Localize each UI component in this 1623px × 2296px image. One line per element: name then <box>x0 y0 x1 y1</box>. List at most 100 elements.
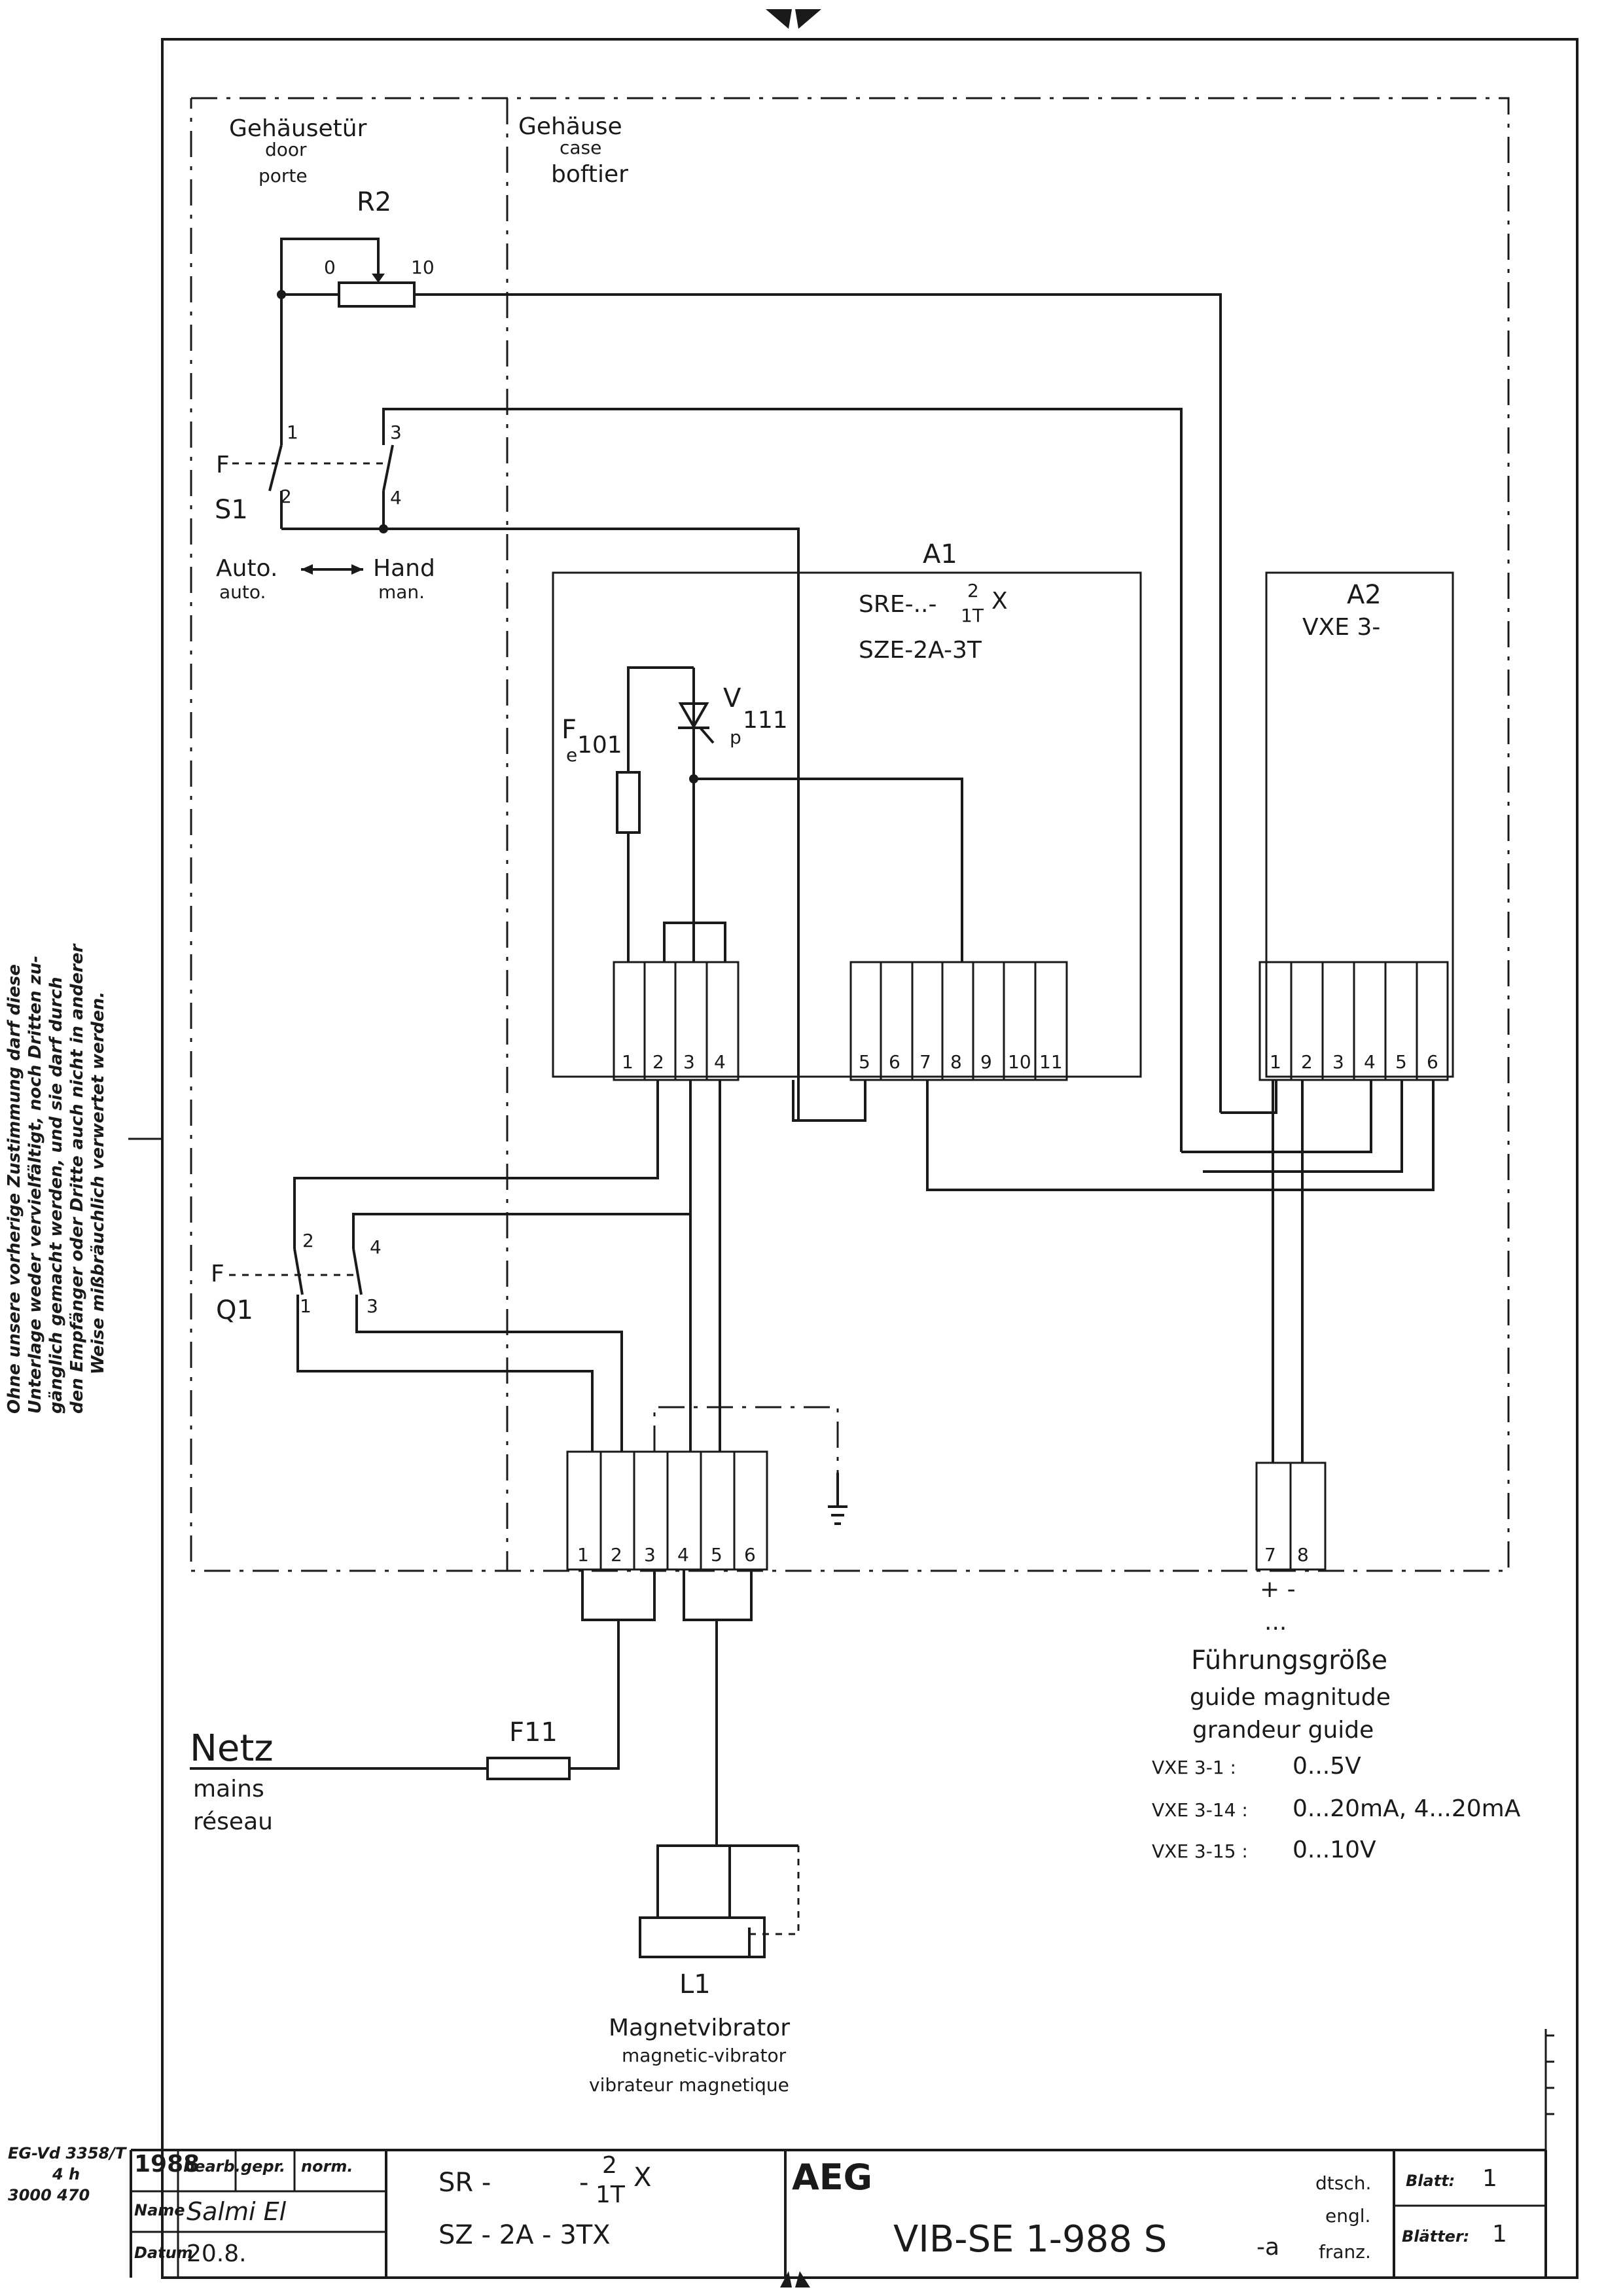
area-housing-de: Gehäuse <box>518 113 622 140</box>
a1-type2: SZE-2A-3T <box>859 637 982 664</box>
reference-variant-1-range: 0...5V <box>1293 1753 1361 1780</box>
magnetic-vibrator-l1: L1 Magnetvibrator magnetic-vibrator vibr… <box>589 1620 800 2096</box>
tb-row-name: Name <box>134 2201 185 2219</box>
a1-thyristor-num: 111 <box>743 707 788 734</box>
a1-fuse-f101 <box>616 771 641 834</box>
form-number: EG-Vd 3358/T 4 h 3000 470 <box>8 2144 127 2204</box>
module-a1: A1 SRE-..- 2 1T X SZE-2A-3T F e 101 V p … <box>552 539 1142 1081</box>
a2-terminal-4: 4 <box>1364 1051 1376 1073</box>
l1-en: magnetic-vibrator <box>622 2045 787 2066</box>
a1-thyristor-main: V <box>723 683 741 713</box>
mains-de: Netz <box>190 1727 274 1770</box>
tb-lang-1: dtsch. <box>1315 2172 1371 2194</box>
side-legal-note: Ohne unsere vorherige Zustimmung darf di… <box>5 942 108 1414</box>
s1-pin-2: 2 <box>280 486 292 507</box>
tb-type1-sub: 1T <box>596 2181 626 2208</box>
ref-terminal-8: 8 <box>1297 1544 1309 1566</box>
ref-dots: ... <box>1264 1609 1287 1636</box>
a1-terminal-11: 11 <box>1039 1051 1063 1073</box>
tb-type1-right: X <box>633 2162 651 2193</box>
s1-actuator: F <box>216 452 230 478</box>
r2-min: 0 <box>324 257 336 278</box>
r2-max: 10 <box>411 257 435 278</box>
side-note-line-4: den Empfänger oder Dritte auch nicht in … <box>67 942 87 1414</box>
q1-pin-2: 2 <box>302 1230 314 1251</box>
reference-variant-1-type: VXE 3-1 : <box>1152 1757 1236 1778</box>
a1-type1-right: X <box>991 588 1008 615</box>
mains-fr: réseau <box>193 1808 273 1835</box>
a1-fuse-sub: e <box>566 744 577 766</box>
main-terminal-5: 5 <box>711 1544 722 1566</box>
a1-terminal-1: 1 <box>622 1051 633 1073</box>
a1-type1-sup: 2 <box>967 580 979 601</box>
a1-fuse-num: 101 <box>577 732 622 759</box>
area-housing-fr: boftier <box>551 161 628 188</box>
tb-year: 1988 <box>134 2151 200 2178</box>
switch-q1: F Q1 2 1 4 3 <box>211 1080 692 1452</box>
terminal-block-reference: 7 8 + - ... <box>1255 1462 1327 1636</box>
a1-left-dividers <box>643 962 708 1080</box>
q1-pin-1: 1 <box>300 1295 312 1317</box>
tb-type1-sup: 2 <box>602 2152 617 2179</box>
r2-label: R2 <box>357 187 391 217</box>
area-door: Gehäusetür door porte <box>229 115 367 187</box>
form-no-1: EG-Vd 3358/T <box>8 2144 127 2162</box>
ref-polarity: + - <box>1260 1576 1296 1603</box>
reference-signal-note: Führungsgröße guide magnitude grandeur g… <box>1152 1645 1521 1863</box>
main-terminal-dividers <box>599 1452 736 1570</box>
tb-drawing-no: VIB-SE 1-988 S <box>893 2218 1167 2261</box>
a1-terminal-4: 4 <box>714 1051 726 1073</box>
tb-row-date: Datum <box>134 2244 193 2262</box>
tb-h-checked: gepr. <box>241 2157 285 2176</box>
s1-mode-auto: Auto. <box>216 555 277 582</box>
centering-marks <box>766 9 821 2287</box>
fuse-f11 <box>486 1757 571 1780</box>
a1-terminal-7: 7 <box>919 1051 931 1073</box>
side-note-line-1: Ohne unsere vorherige Zustimmung darf di… <box>5 964 24 1414</box>
a1-thyristor-sub: p <box>730 726 741 748</box>
a2-terminal-6: 6 <box>1427 1051 1438 1073</box>
potentiometer-r2: R2 0 10 <box>277 187 1222 1113</box>
reference-variant-2-range: 0...20mA, 4...20mA <box>1293 1795 1521 1822</box>
main-terminal-2: 2 <box>611 1544 622 1566</box>
side-note-line-2: Unterlage weder vervielfältigt, noch Dri… <box>26 956 45 1414</box>
tb-h-norm: norm. <box>301 2157 353 2176</box>
tb-lang-3: franz. <box>1319 2241 1371 2263</box>
tb-company: AEG <box>792 2157 872 2198</box>
a2-label: A2 <box>1347 580 1382 610</box>
a2-terminal-1: 1 <box>1270 1051 1281 1073</box>
q1-label: Q1 <box>216 1295 253 1325</box>
switch-s1: F S1 1 2 3 4 Auto. auto. Hand man. <box>215 295 1183 1152</box>
s1-pin-3: 3 <box>390 422 402 443</box>
tb-sheets-label: Blätter: <box>1402 2227 1469 2246</box>
mains-fuse-label: F11 <box>509 1717 558 1748</box>
reference-fr: grandeur guide <box>1192 1717 1374 1744</box>
tb-lang-2: engl. <box>1325 2205 1370 2227</box>
q1-pin-3: 3 <box>366 1295 378 1317</box>
area-door-de: Gehäusetür <box>229 115 367 142</box>
module-a2: A2 VXE 3- 1 2 3 4 5 6 <box>1258 571 1454 1081</box>
main-terminal-3: 3 <box>644 1544 656 1566</box>
a1-terminals-right <box>849 961 1068 1081</box>
mains-supply: F11 Netz mains réseau <box>190 1620 620 1835</box>
tb-h-edited: bearb. <box>183 2157 241 2176</box>
frame-ticks <box>1544 2029 1554 2150</box>
area-housing: Gehäuse case boftier <box>518 113 628 188</box>
s1-mode-hand: Hand <box>373 555 435 582</box>
a1-terminal-8: 8 <box>950 1051 962 1073</box>
a2-dividers <box>1290 962 1418 1080</box>
l1-core <box>639 1916 766 1958</box>
a1-type1-left: SRE-..- <box>859 591 936 618</box>
tb-drawing-suffix: -a <box>1257 2234 1279 2261</box>
housing-boundary <box>190 97 1510 1572</box>
a2-terminal-3: 3 <box>1332 1051 1344 1073</box>
reference-de: Führungsgröße <box>1191 1645 1387 1676</box>
form-no-2: 4 h <box>52 2165 80 2183</box>
reference-variant-3-range: 0...10V <box>1293 1837 1376 1863</box>
a1-terminal-3: 3 <box>683 1051 695 1073</box>
s1-label: S1 <box>215 495 248 525</box>
mains-en: mains <box>193 1776 264 1803</box>
main-terminal-4: 4 <box>677 1544 689 1566</box>
area-door-en: door <box>265 139 307 160</box>
tb-type1-left: SR - <box>438 2168 491 2198</box>
